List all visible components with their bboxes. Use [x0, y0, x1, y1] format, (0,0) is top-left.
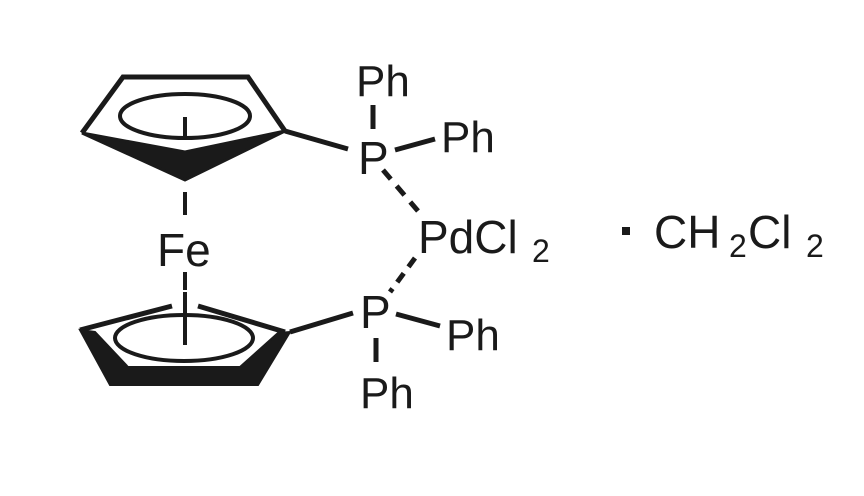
- solvent-subscript-1: 2: [729, 228, 747, 264]
- pd-label: PdCl: [418, 211, 518, 263]
- fe-label: Fe: [157, 224, 211, 276]
- pd-subscript: 2: [532, 233, 550, 269]
- ph-bottom-right-label: Ph: [446, 311, 500, 360]
- p-bottom-label: P: [360, 286, 391, 338]
- ph-top-right-label: Ph: [441, 113, 495, 162]
- bottom-cyclopentadienyl-ring: [78, 292, 354, 386]
- p-top-label: P: [358, 132, 389, 184]
- ph-bottom-down-label: Ph: [360, 369, 414, 418]
- ph-top-up-label: Ph: [356, 57, 410, 106]
- solvate-dot: [622, 227, 630, 235]
- solvent-subscript-2: 2: [806, 228, 824, 264]
- p-bottom-ph-right-bond: [395, 311, 441, 329]
- solvent-ch-label: CH: [654, 206, 720, 258]
- p-bottom-pd-dashed-bond: [387, 256, 418, 294]
- top-cyclopentadienyl-ring: [79, 74, 349, 182]
- solvent-cl-label: Cl: [748, 206, 791, 258]
- p-top-ph-right-bond: [394, 136, 436, 153]
- p-top-pd-dashed-bond: [381, 168, 420, 213]
